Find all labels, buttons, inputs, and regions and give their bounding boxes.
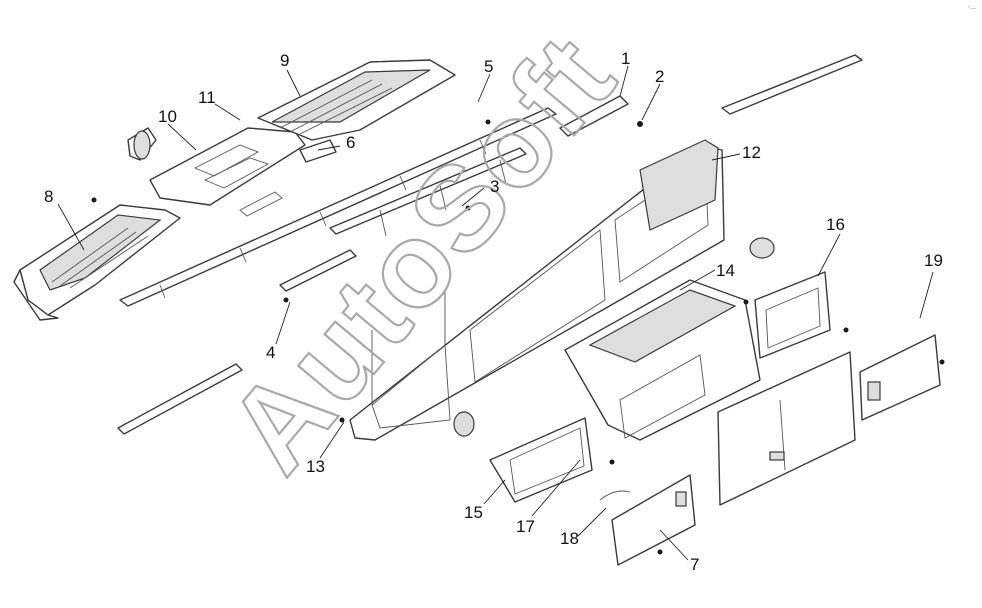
corner-mark: °—: [968, 6, 976, 12]
upper-right-slim-bar: [721, 54, 863, 115]
large-lid-panel: [717, 351, 856, 506]
part-7-small-lid: [611, 474, 696, 566]
callout-8: 8: [44, 187, 53, 206]
speaker-grilles: [133, 130, 775, 437]
callout-4: 4: [266, 343, 275, 362]
callout-15: 15: [464, 503, 483, 522]
part-1-rail-end: [559, 95, 629, 137]
leader-lines: [57, 65, 934, 561]
callout-6: 6: [346, 133, 355, 152]
callout-1: 1: [621, 49, 630, 68]
part-19-panel: [859, 334, 941, 421]
callout-17: 17: [516, 517, 535, 536]
callout-labels: 1 2 3 4 5 6 7 8 9 10 11 12 13 14 15 16 1…: [44, 49, 943, 574]
part-4-small-rail: [279, 249, 357, 292]
part-3-middle-rail: [329, 147, 527, 237]
part-18-strap: [599, 490, 631, 501]
part-9-upper-tray: [257, 59, 456, 141]
lower-left-slim-bar: [117, 363, 243, 435]
fasteners: [91, 119, 945, 555]
long-cross-rail: [119, 107, 557, 307]
callout-10: 10: [158, 107, 177, 126]
callout-2: 2: [655, 67, 664, 86]
callout-16: 16: [826, 215, 845, 234]
callout-9: 9: [280, 51, 289, 70]
callout-14: 14: [716, 261, 735, 280]
part-6-bracket: [299, 139, 337, 163]
part-12-frame: [639, 139, 719, 231]
callout-13: 13: [306, 457, 325, 476]
callout-3: 3: [490, 177, 499, 196]
part-15-small-box: [489, 417, 593, 503]
callout-12: 12: [742, 143, 761, 162]
part-8-left-tray: [13, 204, 181, 321]
callout-19: 19: [924, 251, 943, 270]
part-16-side-box: [754, 271, 831, 359]
callout-7: 7: [690, 555, 699, 574]
callout-18: 18: [560, 529, 579, 548]
part-14-storage-box: [564, 279, 761, 441]
callout-11: 11: [198, 88, 216, 107]
callout-5: 5: [484, 57, 493, 76]
part-10-center-tray: [149, 127, 306, 217]
